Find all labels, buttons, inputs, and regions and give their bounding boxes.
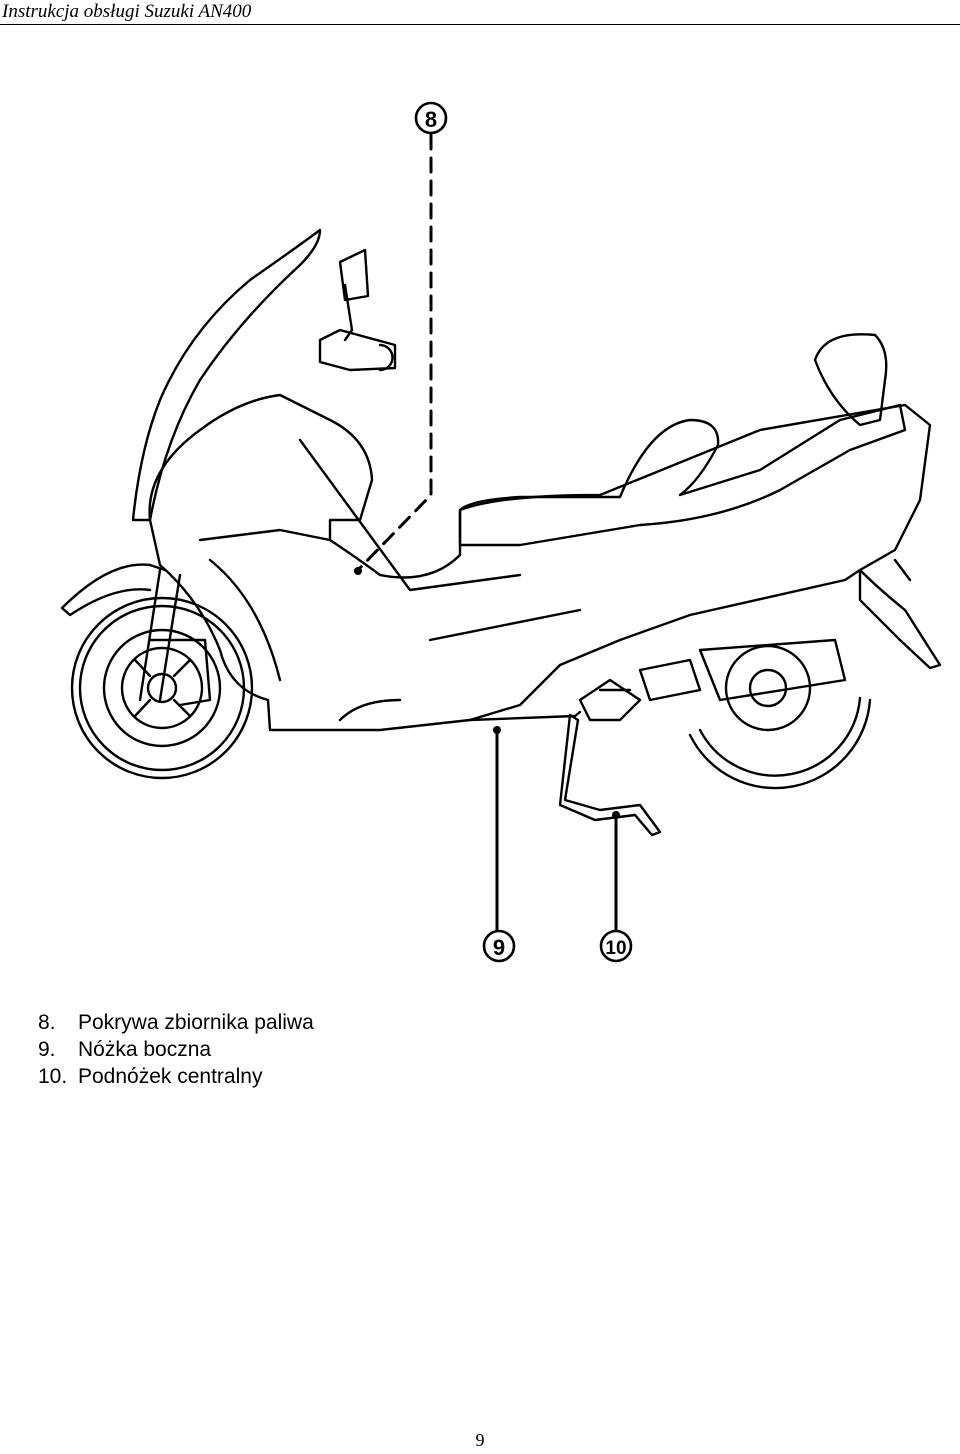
- center-stand: [558, 713, 662, 837]
- leader-line-8: [356, 133, 433, 572]
- legend-number: 9.: [38, 1038, 56, 1061]
- legend-number: 10.: [38, 1065, 68, 1088]
- legend-text: Nóżka boczna: [78, 1038, 212, 1061]
- scooter-illustration: 8 9 10: [60, 101, 942, 963]
- callout-marker-10: 10: [599, 929, 633, 963]
- seat: [458, 403, 907, 547]
- legend-text: Pokrywa zbiornika paliwa: [78, 1011, 314, 1034]
- backrest: [813, 333, 888, 427]
- callout-marker-8: 8: [414, 101, 448, 135]
- svg-text:9: 9: [493, 935, 505, 960]
- windshield: [131, 228, 322, 522]
- svg-text:8: 8: [425, 107, 437, 132]
- legend-number: 8.: [38, 1011, 56, 1034]
- front-wheel: [70, 596, 254, 780]
- handlebar: [318, 328, 397, 372]
- page-number: 9: [475, 1430, 485, 1450]
- front-fork: [138, 568, 212, 707]
- engine: [578, 658, 702, 722]
- rear-body: [858, 558, 942, 670]
- svg-text:10: 10: [605, 938, 626, 959]
- side-stand: [468, 710, 582, 722]
- legend-text: Podnóżek centralny: [78, 1065, 263, 1088]
- front-body: [148, 393, 932, 732]
- legend-item: 9. Nóżka boczna: [38, 1036, 314, 1063]
- parts-legend: 8. Pokrywa zbiornika paliwa 9. Nóżka boczn…: [38, 1009, 314, 1090]
- document-title: Instrukcja obsługi Suzuki AN400: [2, 1, 252, 22]
- running-header: Instrukcja obsługi Suzuki AN400: [0, 0, 960, 25]
- mirror: [338, 248, 370, 342]
- legend-item: 10. Podnóżek centralny: [38, 1063, 314, 1090]
- callout-marker-9: 9: [482, 929, 516, 963]
- front-fender: [60, 563, 167, 617]
- legend-item: 8. Pokrywa zbiornika paliwa: [38, 1009, 314, 1036]
- rear-wheel: [688, 638, 872, 790]
